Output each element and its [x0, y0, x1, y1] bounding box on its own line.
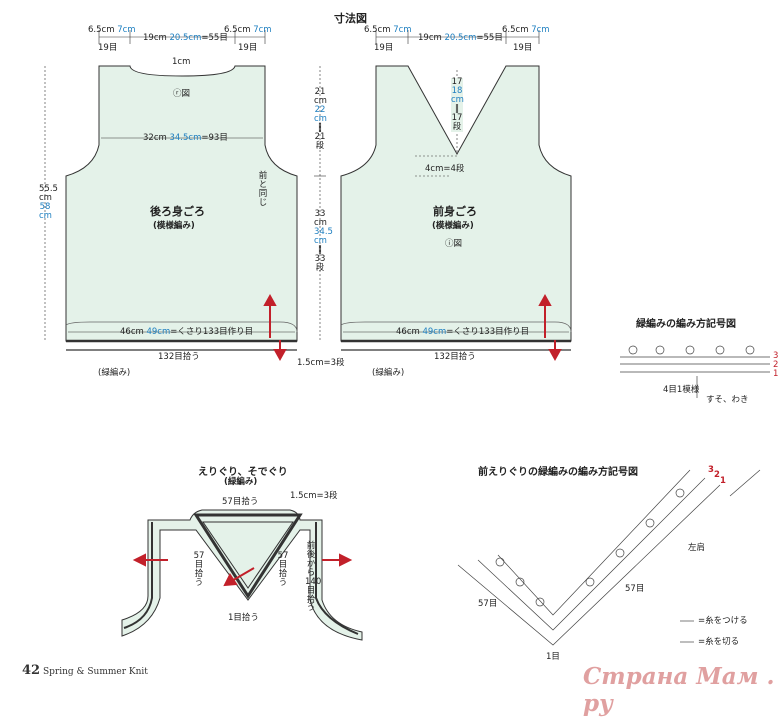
- neck-right-pickup: 57目拾う: [277, 551, 289, 588]
- front-shoulder-left: 6.5cm 7cm: [364, 25, 412, 35]
- back-panel-shape: [65, 65, 298, 342]
- neck-left-pickup: 57目拾う: [193, 551, 205, 588]
- page-title: 寸法図: [334, 12, 367, 25]
- diagram-graphics: [44, 30, 770, 646]
- neck-armhole-title: えりぐり、そでぐり: [198, 467, 288, 478]
- back-shoulder-left: 6.5cm 7cm: [88, 25, 136, 35]
- back-name: 後ろ身ごろ: [150, 205, 205, 218]
- front-neck-width: 19cm 20.5cm=55目: [418, 33, 503, 43]
- back-shoulder-right: 6.5cm 7cm: [224, 25, 272, 35]
- back-same-as-front: 前と同じ: [258, 171, 268, 208]
- back-hem: 46cm 49cm=くさり133目作り目: [120, 327, 254, 337]
- fn-shoulder: 左肩: [688, 543, 706, 553]
- back-ro-label: ⓡ図: [173, 89, 191, 99]
- fn-row-3: 3: [708, 465, 714, 475]
- back-shoulder-left-rows: 19目: [98, 43, 118, 53]
- front-neck-chart-graphic: [457, 469, 761, 646]
- front-pattern: (模様編み): [432, 221, 474, 231]
- fn-row-1: 1: [720, 476, 726, 486]
- neck-top-pickup: 57目拾う: [222, 497, 259, 507]
- neck-rows: 1.5cm=3段: [290, 491, 338, 501]
- front-neck-chart-title: 前えりぐりの緑編みの編み方記号図: [478, 467, 638, 478]
- back-shoulder-right-rows: 19目: [238, 43, 258, 53]
- front-name: 前身ごろ: [433, 205, 477, 218]
- edging-chart-repeat: 4目1模様: [663, 385, 700, 395]
- front-panel-shape: [340, 65, 572, 342]
- armhole-pickup: 前後から140目拾う: [305, 541, 322, 614]
- fn-row-2: 2: [714, 470, 720, 480]
- front-armhole-inset: 4cm=4段: [425, 164, 465, 174]
- fn-center: 1目: [546, 652, 560, 662]
- edging-chart-note: すそ、わき: [706, 395, 749, 405]
- watermark: Страна Мам . ру: [583, 663, 775, 717]
- page-footer: 42 Spring & Summer Knit: [22, 663, 148, 678]
- front-i-label: ⓘ図: [445, 239, 463, 249]
- fn-legend-attach: =糸をつける: [698, 616, 748, 626]
- back-pattern: (模様編み): [153, 221, 195, 231]
- edging-chart-title: 緑編みの編み方記号図: [636, 319, 736, 330]
- edging-row-3: 3: [773, 351, 779, 361]
- edging-row-1: 1: [773, 369, 779, 379]
- back-chest: 32cm 34.5cm=93目: [143, 133, 228, 143]
- front-pickup: 132目拾う: [434, 352, 476, 362]
- fn-right-count: 57目: [625, 584, 645, 594]
- front-hem: 46cm 49cm=くさり133目作り目: [396, 327, 530, 337]
- back-neck-width: 19cm 20.5cm=55目: [143, 33, 228, 43]
- neck-armhole-subtitle: (緑編み): [224, 477, 258, 487]
- fn-legend-cut: =糸を切る: [698, 637, 740, 647]
- back-neck-drop: 1cm: [172, 57, 191, 67]
- back-pickup: 132目拾う: [158, 352, 200, 362]
- front-shoulder-left-rows: 19目: [374, 43, 394, 53]
- front-edge-rows: 1.5cm=3段: [297, 358, 345, 368]
- neck-center: 1目拾う: [228, 613, 259, 623]
- front-shoulder-right: 6.5cm 7cm: [502, 25, 550, 35]
- front-shoulder-right-rows: 19目: [513, 43, 533, 53]
- back-edging: (緑編み): [98, 368, 131, 378]
- edging-row-2: 2: [773, 360, 779, 370]
- front-edging: (緑編み): [372, 368, 405, 378]
- edging-chart-graphic: [620, 345, 770, 398]
- fn-left-count: 57目: [478, 599, 498, 609]
